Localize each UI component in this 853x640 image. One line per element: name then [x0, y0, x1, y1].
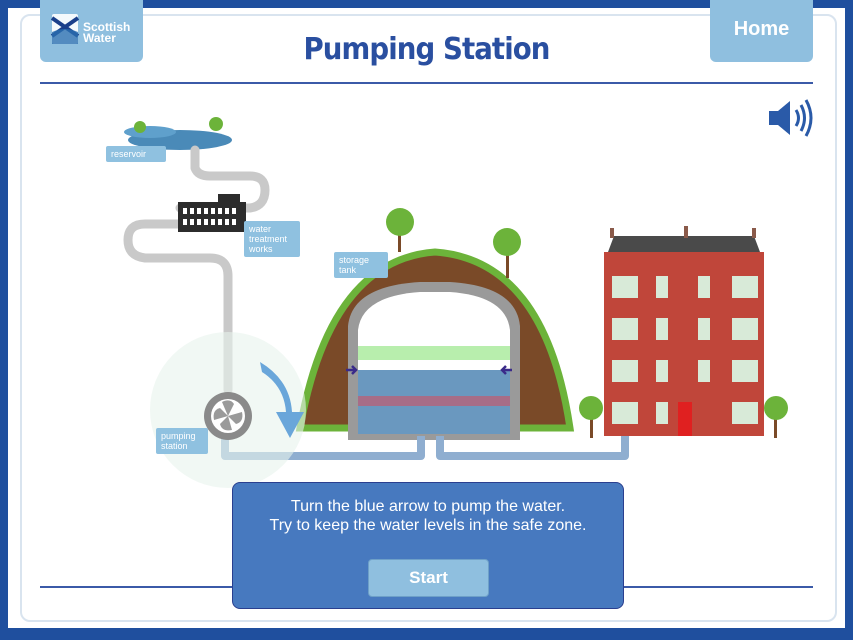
frame-bottom-band: [0, 628, 853, 640]
water-treatment-line-3: works: [249, 244, 273, 254]
start-button[interactable]: Start: [368, 559, 489, 597]
pumping-station-line-2: station: [161, 441, 188, 451]
scottish-water-logo-icon: [50, 14, 80, 44]
reservoir-label-text: reservoir: [111, 149, 147, 159]
instructions-text: Turn the blue arrow to pump the water. T…: [233, 497, 623, 535]
frame-top-band: [0, 0, 853, 8]
speaker-icon[interactable]: [766, 97, 814, 139]
water-treatment-label: water treatment works: [244, 221, 300, 257]
instructions-line-2: Try to keep the water levels in the safe…: [269, 517, 587, 534]
home-button[interactable]: Home: [710, 0, 813, 62]
water-treatment-line-2: treatment: [249, 234, 288, 244]
instructions-line-1: Turn the blue arrow to pump the water.: [290, 498, 566, 515]
logo-line-2: Water: [83, 31, 116, 45]
logo-tab[interactable]: [40, 0, 143, 62]
instructions-panel: Turn the blue arrow to pump the water. T…: [232, 482, 624, 609]
pumping-station-label: pumping station: [156, 428, 208, 454]
storage-tank-line-1: storage: [339, 255, 370, 265]
title-divider: [40, 82, 813, 84]
pumping-station-line-1: pumping: [161, 431, 196, 441]
logo-text: Scottish Water: [83, 20, 131, 45]
storage-tank-label: storage tank: [334, 252, 388, 278]
storage-tank-line-2: tank: [339, 265, 357, 275]
page-title: Pumping Station: [303, 32, 550, 67]
frame-right-band: [845, 0, 853, 640]
frame-left-band: [0, 0, 8, 640]
reservoir-label: reservoir: [106, 146, 166, 162]
logo-line-1: Scottish: [83, 20, 131, 34]
water-treatment-line-1: water: [249, 224, 272, 234]
